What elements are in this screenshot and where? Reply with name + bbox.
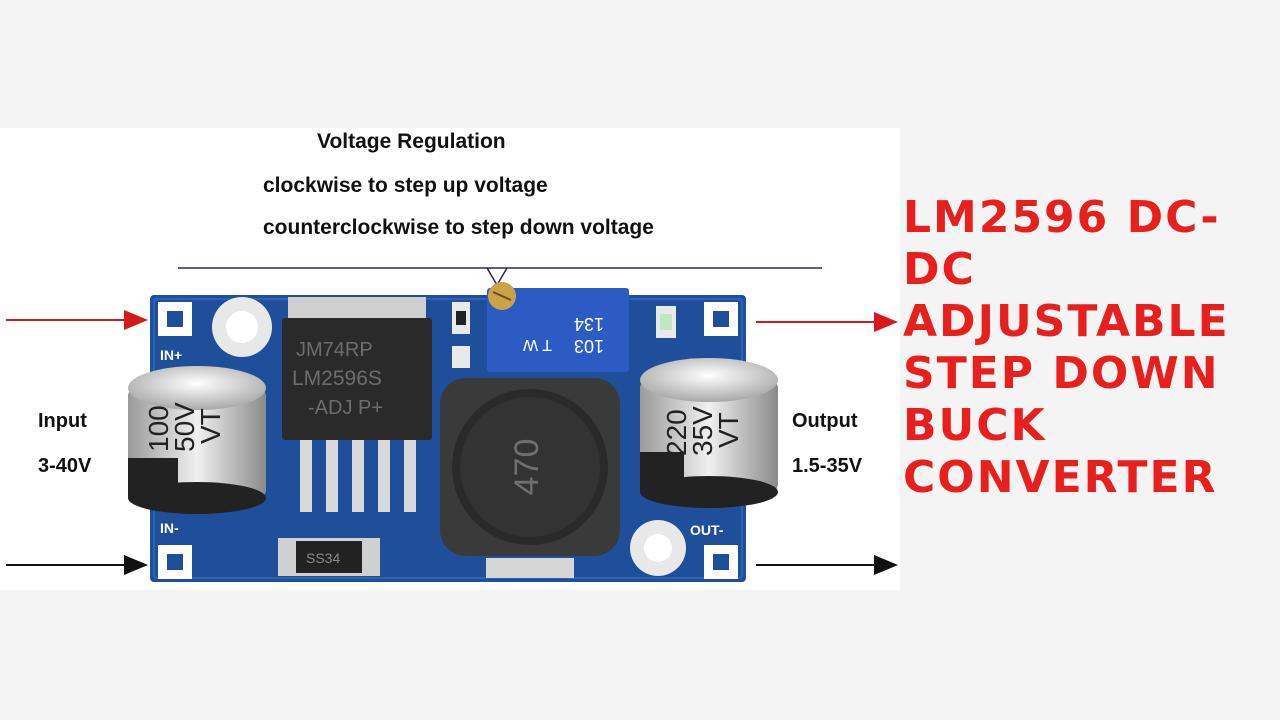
input-range: 3-40V (38, 455, 92, 477)
regulator-line-1: JM74RP (296, 339, 373, 361)
input-cap-value: 100 (143, 405, 174, 452)
input-cap-voltage: 50V (169, 402, 200, 452)
input-label: Input (38, 410, 87, 432)
output-capacitor: 220 35V VT (640, 358, 778, 508)
regulation-title: Voltage Regulation (317, 130, 506, 153)
input-cap-series: VT (195, 408, 226, 444)
regulator-line-3: -ADJ P+ (308, 397, 383, 419)
inductor-label: 470 (508, 439, 546, 496)
regulation-counterclockwise-text: counterclockwise to step down voltage (263, 216, 654, 239)
output-cap-voltage: 35V (687, 406, 718, 456)
headline: LM2596 DC-DC ADJUSTABLE STEP DOWN BUCK C… (903, 192, 1230, 503)
pin-label-in-plus: IN+ (160, 347, 182, 363)
svg-text:134: 134 (574, 314, 604, 334)
diode-label: SS34 (306, 550, 340, 566)
regulator-pins (300, 440, 416, 512)
svg-text:103: 103 (574, 336, 604, 356)
output-label: Output (792, 410, 858, 432)
regulator-line-2: LM2596S (292, 367, 382, 390)
svg-text:T W: T W (522, 336, 552, 353)
pin-label-in-minus: IN- (160, 520, 179, 536)
smd-resistor-2 (452, 346, 470, 368)
potentiometer (487, 288, 629, 372)
output-range: 1.5-35V (792, 455, 863, 477)
output-cap-value: 220 (661, 409, 692, 456)
regulation-clockwise-text: clockwise to step up voltage (263, 174, 548, 197)
output-cap-series: VT (713, 412, 744, 448)
input-capacitor: 100 50V VT (128, 366, 266, 514)
converter-illustration: IN+ IN- OUT+ OUT- + JM74RP LM2596S -ADJ … (6, 267, 898, 582)
potentiometer-markings: 103 T W 134 (522, 314, 604, 356)
regulator-chip (282, 318, 432, 440)
pin-label-out-minus: OUT- (690, 522, 724, 538)
